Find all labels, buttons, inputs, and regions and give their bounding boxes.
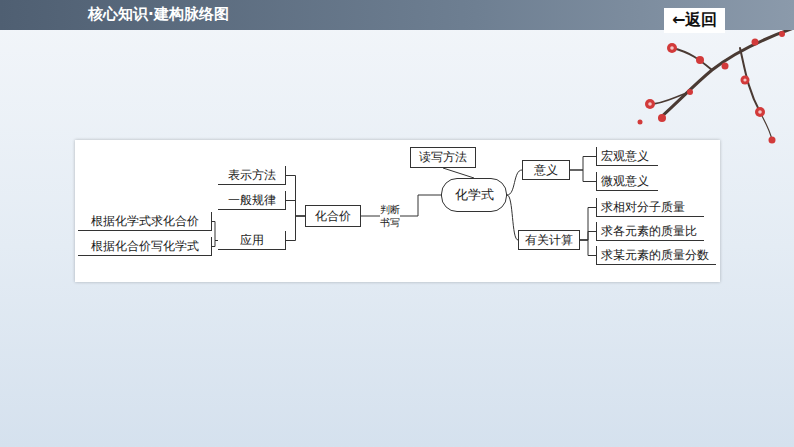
back-button: ←返回 — [664, 8, 725, 33]
topic-box: 有关计算 — [518, 230, 580, 250]
connector — [507, 170, 522, 195]
node-text: 宏观意义 — [601, 148, 649, 165]
node-text: 化合价 — [315, 208, 351, 225]
node-text: 一般规律 — [228, 192, 276, 209]
connector — [580, 232, 596, 241]
slide-title: 核心知识·建构脉络图 — [88, 5, 229, 24]
branch-item: 应用 — [218, 231, 286, 250]
branch-item: 宏观意义 — [596, 147, 658, 166]
branch-item: 根据化学式求化合价 — [78, 212, 212, 231]
connector — [212, 241, 218, 247]
edge-label: 判断 书写 — [380, 204, 400, 229]
connector — [286, 216, 305, 241]
node-text: 应用 — [240, 232, 264, 249]
connector — [570, 157, 596, 171]
branch-item: 根据化合价写化学式 — [78, 237, 212, 256]
topic-box: 意义 — [522, 160, 570, 180]
node-text: 根据化学式求化合价 — [91, 213, 199, 230]
node-text: 化学式 — [455, 186, 494, 204]
branch-item: 一般规律 — [218, 191, 286, 210]
connector — [361, 195, 441, 216]
connector — [286, 201, 305, 217]
branch-item: 求某元素的质量分数 — [596, 246, 716, 265]
node-text: 根据化合价写化学式 — [91, 238, 199, 255]
node-text: 意义 — [534, 162, 558, 179]
plum-blossoms — [638, 31, 786, 144]
connector — [212, 222, 218, 241]
node-text: 表示方法 — [228, 167, 276, 184]
topic-box: 化合价 — [305, 205, 361, 227]
topic-box: 读写方法 — [410, 147, 476, 168]
branch-item: 微观意义 — [596, 172, 658, 191]
connector — [286, 176, 305, 217]
connector — [443, 168, 474, 178]
node-text: 微观意义 — [601, 173, 649, 190]
center-node: 化学式 — [441, 178, 507, 212]
node-text: 求某元素的质量分数 — [601, 247, 709, 264]
node-text: 求各元素的质量比 — [601, 223, 697, 240]
node-text: 有关计算 — [525, 232, 573, 249]
connector — [580, 208, 596, 241]
node-text: 求相对分子质量 — [601, 199, 685, 216]
branch-item: 求各元素的质量比 — [596, 222, 704, 241]
connector — [580, 240, 596, 256]
branch-item: 表示方法 — [218, 166, 286, 185]
connector — [507, 195, 518, 240]
plum-branch — [650, 28, 794, 140]
branch-item: 求相对分子质量 — [596, 198, 704, 217]
node-text: 读写方法 — [419, 149, 467, 166]
connector — [570, 170, 596, 182]
